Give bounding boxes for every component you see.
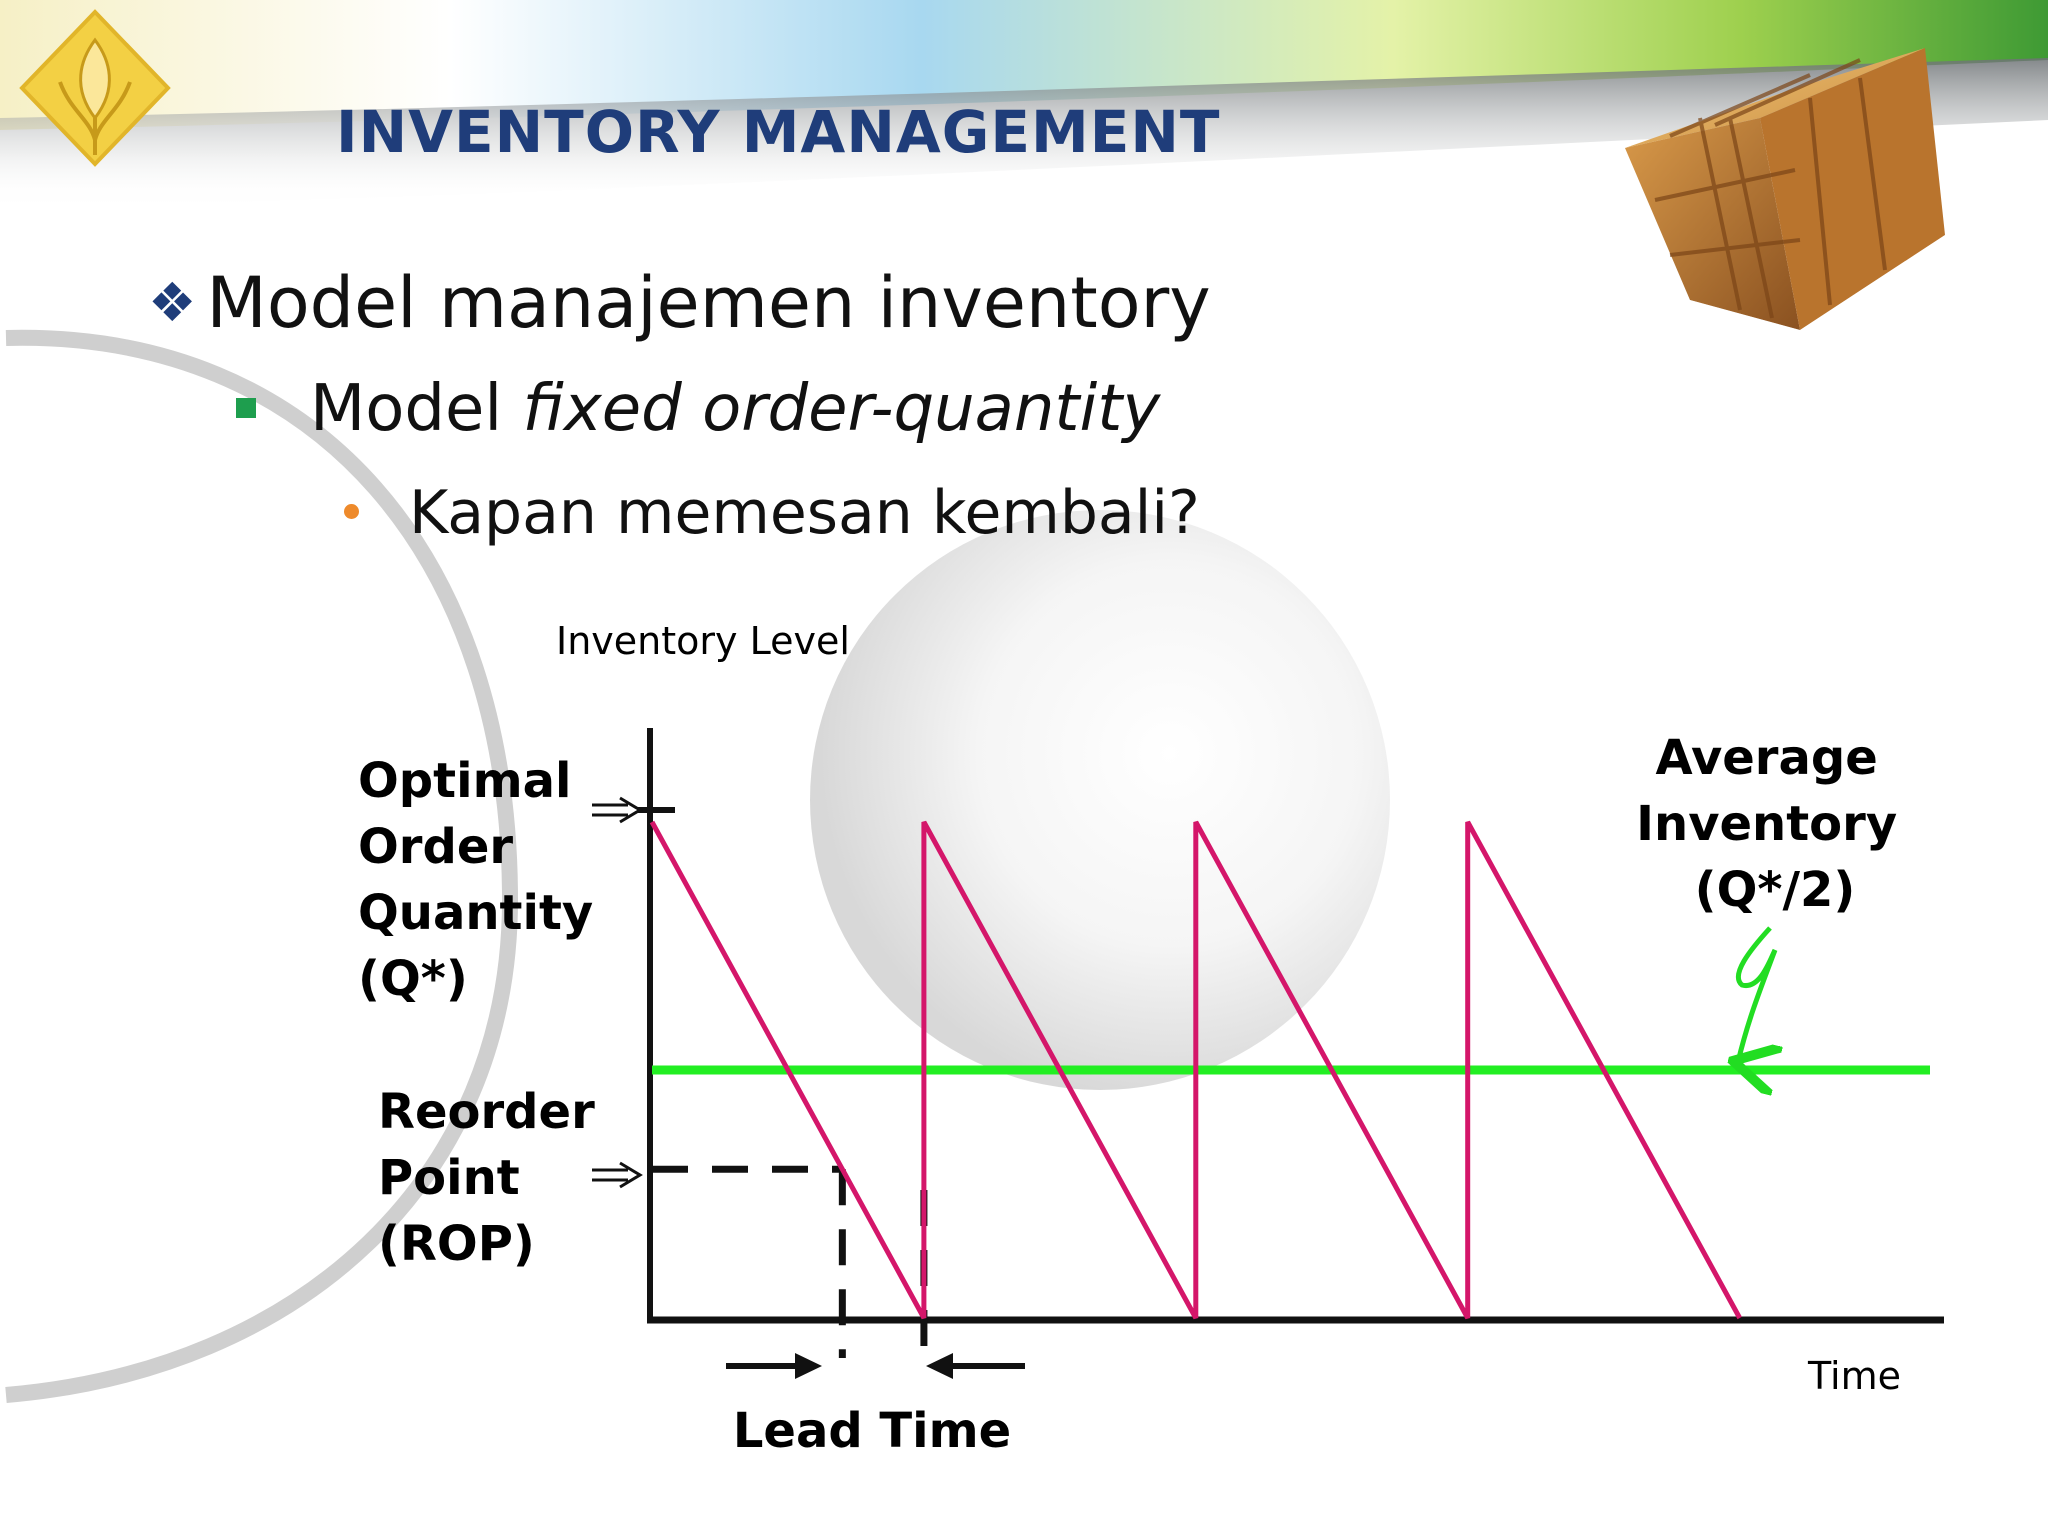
lead-time-right-arrow xyxy=(926,1353,1025,1379)
bullet-2-italic: fixed order-quantity xyxy=(522,372,1161,446)
bullet-level-2: Model fixed order-quantity xyxy=(236,372,1160,446)
y-axis-title: Inventory Level xyxy=(556,619,850,663)
lead-time-dashes xyxy=(652,1165,928,1358)
background-arc xyxy=(5,329,519,1403)
background-sphere xyxy=(810,510,1390,1090)
bullet-2-prefix: Model xyxy=(310,372,523,446)
q-label-line: Quantity xyxy=(358,885,593,941)
rop-label: Reorder Point (ROP) xyxy=(378,1084,611,1272)
lead-time-left-arrow xyxy=(726,1353,822,1379)
bullet-level-1: ❖Model manajemen inventory xyxy=(148,262,1211,344)
rop-label-line: Reorder xyxy=(378,1084,595,1140)
q-label-line: (Q*) xyxy=(358,951,468,1007)
dot-bullet-icon xyxy=(344,504,359,519)
average-pointer-arrow xyxy=(1738,926,1775,1062)
average-label-line: Inventory xyxy=(1636,796,1897,852)
q-pointer-arrow xyxy=(592,796,643,824)
average-label-line: Average xyxy=(1656,730,1878,786)
inventory-level-line xyxy=(649,820,1742,1320)
bullet-level-3: Kapan memesan kembali? xyxy=(344,478,1200,548)
diamond-cluster-bullet-icon: ❖ xyxy=(148,271,197,334)
chart-axes xyxy=(637,728,1944,1324)
rop-pointer-arrow xyxy=(592,1161,643,1189)
x-axis-title: Time xyxy=(1807,1354,1901,1398)
q-label: Optimal Order Quantity (Q*) xyxy=(358,753,610,1007)
average-label-line: (Q*/2) xyxy=(1695,862,1856,918)
q-label-line: Order xyxy=(358,819,513,875)
rop-label-line: (ROP) xyxy=(378,1216,535,1272)
rop-label-line: Point xyxy=(378,1150,520,1206)
slide-title: INVENTORY MANAGEMENT xyxy=(336,98,1221,166)
square-bullet-icon xyxy=(236,398,256,418)
average-inventory-label: Average Inventory (Q*/2) xyxy=(1636,730,1914,918)
bullet-3-text: Kapan memesan kembali? xyxy=(409,478,1200,548)
q-label-line: Optimal xyxy=(358,753,571,809)
tulip-emblem-logo xyxy=(19,9,171,167)
inventory-sawtooth-series xyxy=(649,820,1742,1320)
photo-cube-decoration xyxy=(1625,48,1945,470)
lead-time-label: Lead Time xyxy=(733,1403,1011,1459)
bullet-1-text: Model manajemen inventory xyxy=(206,262,1211,344)
